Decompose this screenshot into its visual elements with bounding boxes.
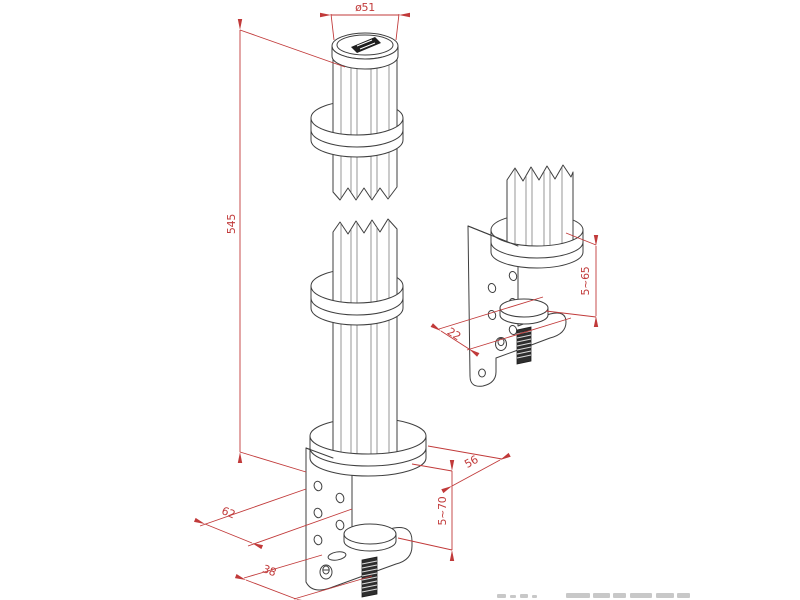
pole-lower-section	[332, 218, 398, 463]
clamp-plate-holes	[313, 480, 347, 561]
dim-label-pole-diameter: ø51	[355, 1, 375, 14]
dim-clamp-foot-width: 38	[234, 554, 373, 600]
detail-screw-pad	[499, 298, 549, 325]
detail-pole-stub	[506, 164, 574, 253]
dim-label-clamp-throat-depth: 56	[462, 453, 480, 471]
detail-plate-holes	[478, 270, 518, 378]
clamp-pole-collar	[309, 435, 427, 477]
dim-label-clamp-plate-width: 62	[220, 504, 237, 521]
detail-screw-rod	[516, 326, 532, 365]
brand-logo	[351, 37, 381, 53]
pole-upper-section	[332, 55, 398, 201]
watermark-fragments	[497, 593, 690, 598]
dim-detail-clamp-range: 5~65	[545, 232, 599, 327]
dim-pole-height: 545	[225, 19, 346, 473]
detail-plate-top-edge	[467, 225, 519, 247]
dim-clamp-throat-depth: 56	[427, 445, 511, 494]
dim-clamp-plate-width: 62	[193, 488, 353, 550]
dim-label-clamp-foot-width: 38	[261, 562, 278, 579]
dim-label-clamp-range: 5~70	[436, 496, 449, 525]
lower-collar-ring	[310, 285, 404, 326]
upper-collar-ring	[310, 117, 404, 158]
dim-detail-foot-depth: 22	[430, 296, 572, 357]
clamp-plate-top-edge	[305, 447, 334, 459]
dim-label-pole-height: 545	[225, 214, 238, 234]
dim-pole-diameter: ø51	[320, 1, 410, 41]
clamp-locking-screw	[319, 564, 333, 580]
clamp-screw-pad	[343, 523, 397, 552]
dim-label-detail-clamp-range: 5~65	[579, 266, 592, 295]
pole-top-cap	[331, 32, 399, 70]
detail-pole-collar	[490, 229, 584, 269]
dim-label-detail-foot-depth: 22	[445, 325, 463, 343]
